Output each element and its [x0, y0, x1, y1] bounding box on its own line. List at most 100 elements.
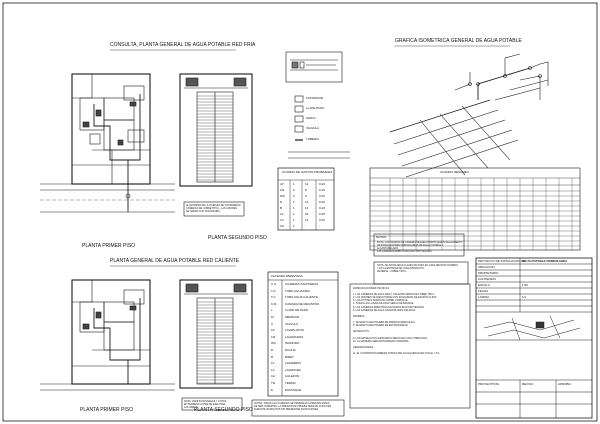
note-text-b: NOTA: SE INSTALARAN LLAVES DE PASO EN CA…	[377, 264, 458, 274]
schedule-cell: B	[280, 206, 283, 210]
schedule-cell: LM	[280, 188, 285, 192]
abbreviation-code: E	[271, 387, 274, 392]
legend-item-check-valve: VALVULA	[306, 126, 320, 130]
tb-project-label: PROYECTO DE INSTALACION DE	[478, 259, 526, 263]
schedule-cell: 0.20	[319, 218, 325, 222]
abbreviation-code: LM	[271, 334, 276, 339]
notes-title: NOTAS	[376, 235, 387, 239]
tb-scale-value: 1:50	[522, 283, 528, 287]
abbreviation-code: CA	[271, 374, 276, 379]
abbreviation-code: C.R.	[271, 301, 277, 306]
spec-box	[349, 283, 471, 409]
abbreviation-code: B	[271, 354, 274, 359]
abbreviation-code: V	[271, 321, 274, 326]
tb-owner-label: PROPIETARIO	[478, 271, 499, 275]
schedule-cell: -	[319, 224, 320, 228]
abbreviation-text: CALEFON	[285, 374, 300, 379]
abbreviation-text: ESTANQUE	[285, 387, 302, 392]
schedule-cell: 6	[305, 194, 307, 198]
tb-sheet-value: 1/1	[522, 295, 527, 299]
abbreviation-text: INODORO	[285, 341, 300, 346]
abbreviation-text: LAVAMANOS	[285, 334, 304, 339]
abbreviation-code: WC	[271, 341, 276, 346]
abbreviation-code: LV	[271, 361, 275, 366]
second-floor-plan-bottom	[179, 279, 253, 389]
abbreviation-code: M	[271, 315, 274, 319]
note-box-plan-bottom	[251, 399, 345, 417]
abbreviation-code: C.A.	[271, 282, 277, 286]
schedule-cell: 1	[293, 206, 295, 210]
abbreviation-code: D	[271, 348, 274, 352]
legend-item-tap: GRIFO	[306, 116, 316, 120]
abbreviation-text: DUCHA	[285, 348, 296, 352]
schedule-cell: 0.20	[319, 194, 325, 198]
label-second-floor-bottom: PLANTA SEGUNDO PISO	[194, 407, 253, 413]
abbreviation-text: LAVAPLATOS	[285, 328, 304, 333]
tb-approved-label: APROBO	[558, 382, 571, 386]
abbreviation-code: L.	[271, 308, 274, 313]
schedule-cell: 1	[293, 200, 295, 204]
abbreviation-text: LLAVE DE PASO	[285, 308, 309, 313]
tb-designer-label: PROYECTISTA	[478, 382, 499, 386]
schedule-cell: 1	[293, 218, 295, 222]
tb-location-label: UBICACION	[478, 265, 495, 269]
plan-note-bottom: NOTAS: TODAS LAS CAÑERIAS SE PROBARAN A …	[254, 402, 332, 412]
abbreviation-code: T.A.	[271, 288, 277, 293]
schedule-cell: LP	[280, 182, 284, 186]
schedule-cell: 0.25	[319, 212, 325, 216]
first-floor-plan-top	[40, 73, 175, 213]
schedule-cell: -	[305, 224, 306, 228]
plan-note-bottom-left: NOTA: VERIFICAR NIVELES Y COTAS EN TERRE…	[184, 400, 227, 409]
tb-sheet-label: LAMINA	[478, 295, 490, 299]
label-first-floor-bottom: PLANTA PRIMER PISO	[80, 407, 133, 413]
title-isometric: GRAFICA ISOMETRICA GENERAL DE AGUA POTAB…	[395, 38, 522, 44]
abbreviation-code: LP	[271, 328, 275, 333]
calculation-table	[369, 167, 581, 251]
schedule-cell: 1	[293, 212, 295, 216]
tb-date-label: FECHA	[478, 289, 489, 293]
isometric-diagram	[389, 53, 549, 178]
schedule-cell: 12	[305, 200, 309, 204]
spec-text: ESPECIFICACIONES TECNICAS 1. LAS CAÑERIA…	[353, 287, 440, 355]
schedule-cell: 15	[305, 212, 309, 216]
legend-item-pipe: TUBERIA	[306, 137, 320, 141]
schedule-cell: LV	[280, 212, 284, 216]
title-plan-hot: PLANTA GENERAL DE AGUA POTABLE RED CALIE…	[110, 258, 240, 264]
label-first-floor-top: PLANTA PRIMER PISO	[82, 243, 135, 249]
schedule-cell: WC	[280, 194, 285, 198]
abbreviation-text: TUBO AGUA FRIA	[285, 288, 311, 293]
tb-scale-label: ESCALA	[478, 283, 490, 287]
legend-item-meter: CONTADOR	[306, 96, 323, 100]
schedule-cell: 0.20	[319, 206, 325, 210]
abbreviation-text: LAVADORA	[285, 367, 301, 372]
schedule-cell: LC	[280, 218, 284, 222]
abbreviation-text: CAMARA DE REGISTRO	[285, 301, 320, 306]
schedule-title: CUADRO DE GASTOS PROBABLES	[282, 170, 333, 174]
plan-note-top: AL INTERIOR DE LA VIVIENDA SE CONSIDERAN…	[186, 204, 241, 214]
abbreviation-code: LC	[271, 367, 275, 372]
schedule-cell: 12	[305, 206, 309, 210]
schedule-cell: 2	[293, 188, 295, 192]
legend-title: LEYENDA ABREVIADA	[271, 274, 303, 278]
abbreviation-code: TR	[271, 381, 275, 385]
abbreviation-legend	[267, 271, 339, 397]
abbreviation-text: TUBO AGUA CALIENTE	[285, 295, 318, 300]
abbreviation-text: VALVULA	[285, 321, 299, 326]
label-second-floor-top: PLANTA SEGUNDO PISO	[208, 235, 267, 241]
schedule-cell: 12	[305, 218, 309, 222]
schedule-table	[277, 167, 335, 231]
note-box-plan-top	[183, 201, 245, 217]
schedule-cell: 0.20	[319, 182, 325, 186]
title-plan-cold: CONSULTA, PLANTA GENERAL DE AGUA POTABLE…	[110, 42, 256, 48]
schedule-cell: 1	[293, 182, 295, 186]
abbreviation-code: T.C.	[271, 295, 277, 300]
schedule-cell: 12	[305, 182, 309, 186]
schedule-cell: 0.20	[319, 200, 325, 204]
note-box-a	[373, 233, 465, 257]
schedule-cell: 1	[293, 224, 295, 228]
tb-content-label: CONTENIDO	[478, 277, 496, 281]
note-box-plan-bottom-left	[181, 397, 243, 411]
